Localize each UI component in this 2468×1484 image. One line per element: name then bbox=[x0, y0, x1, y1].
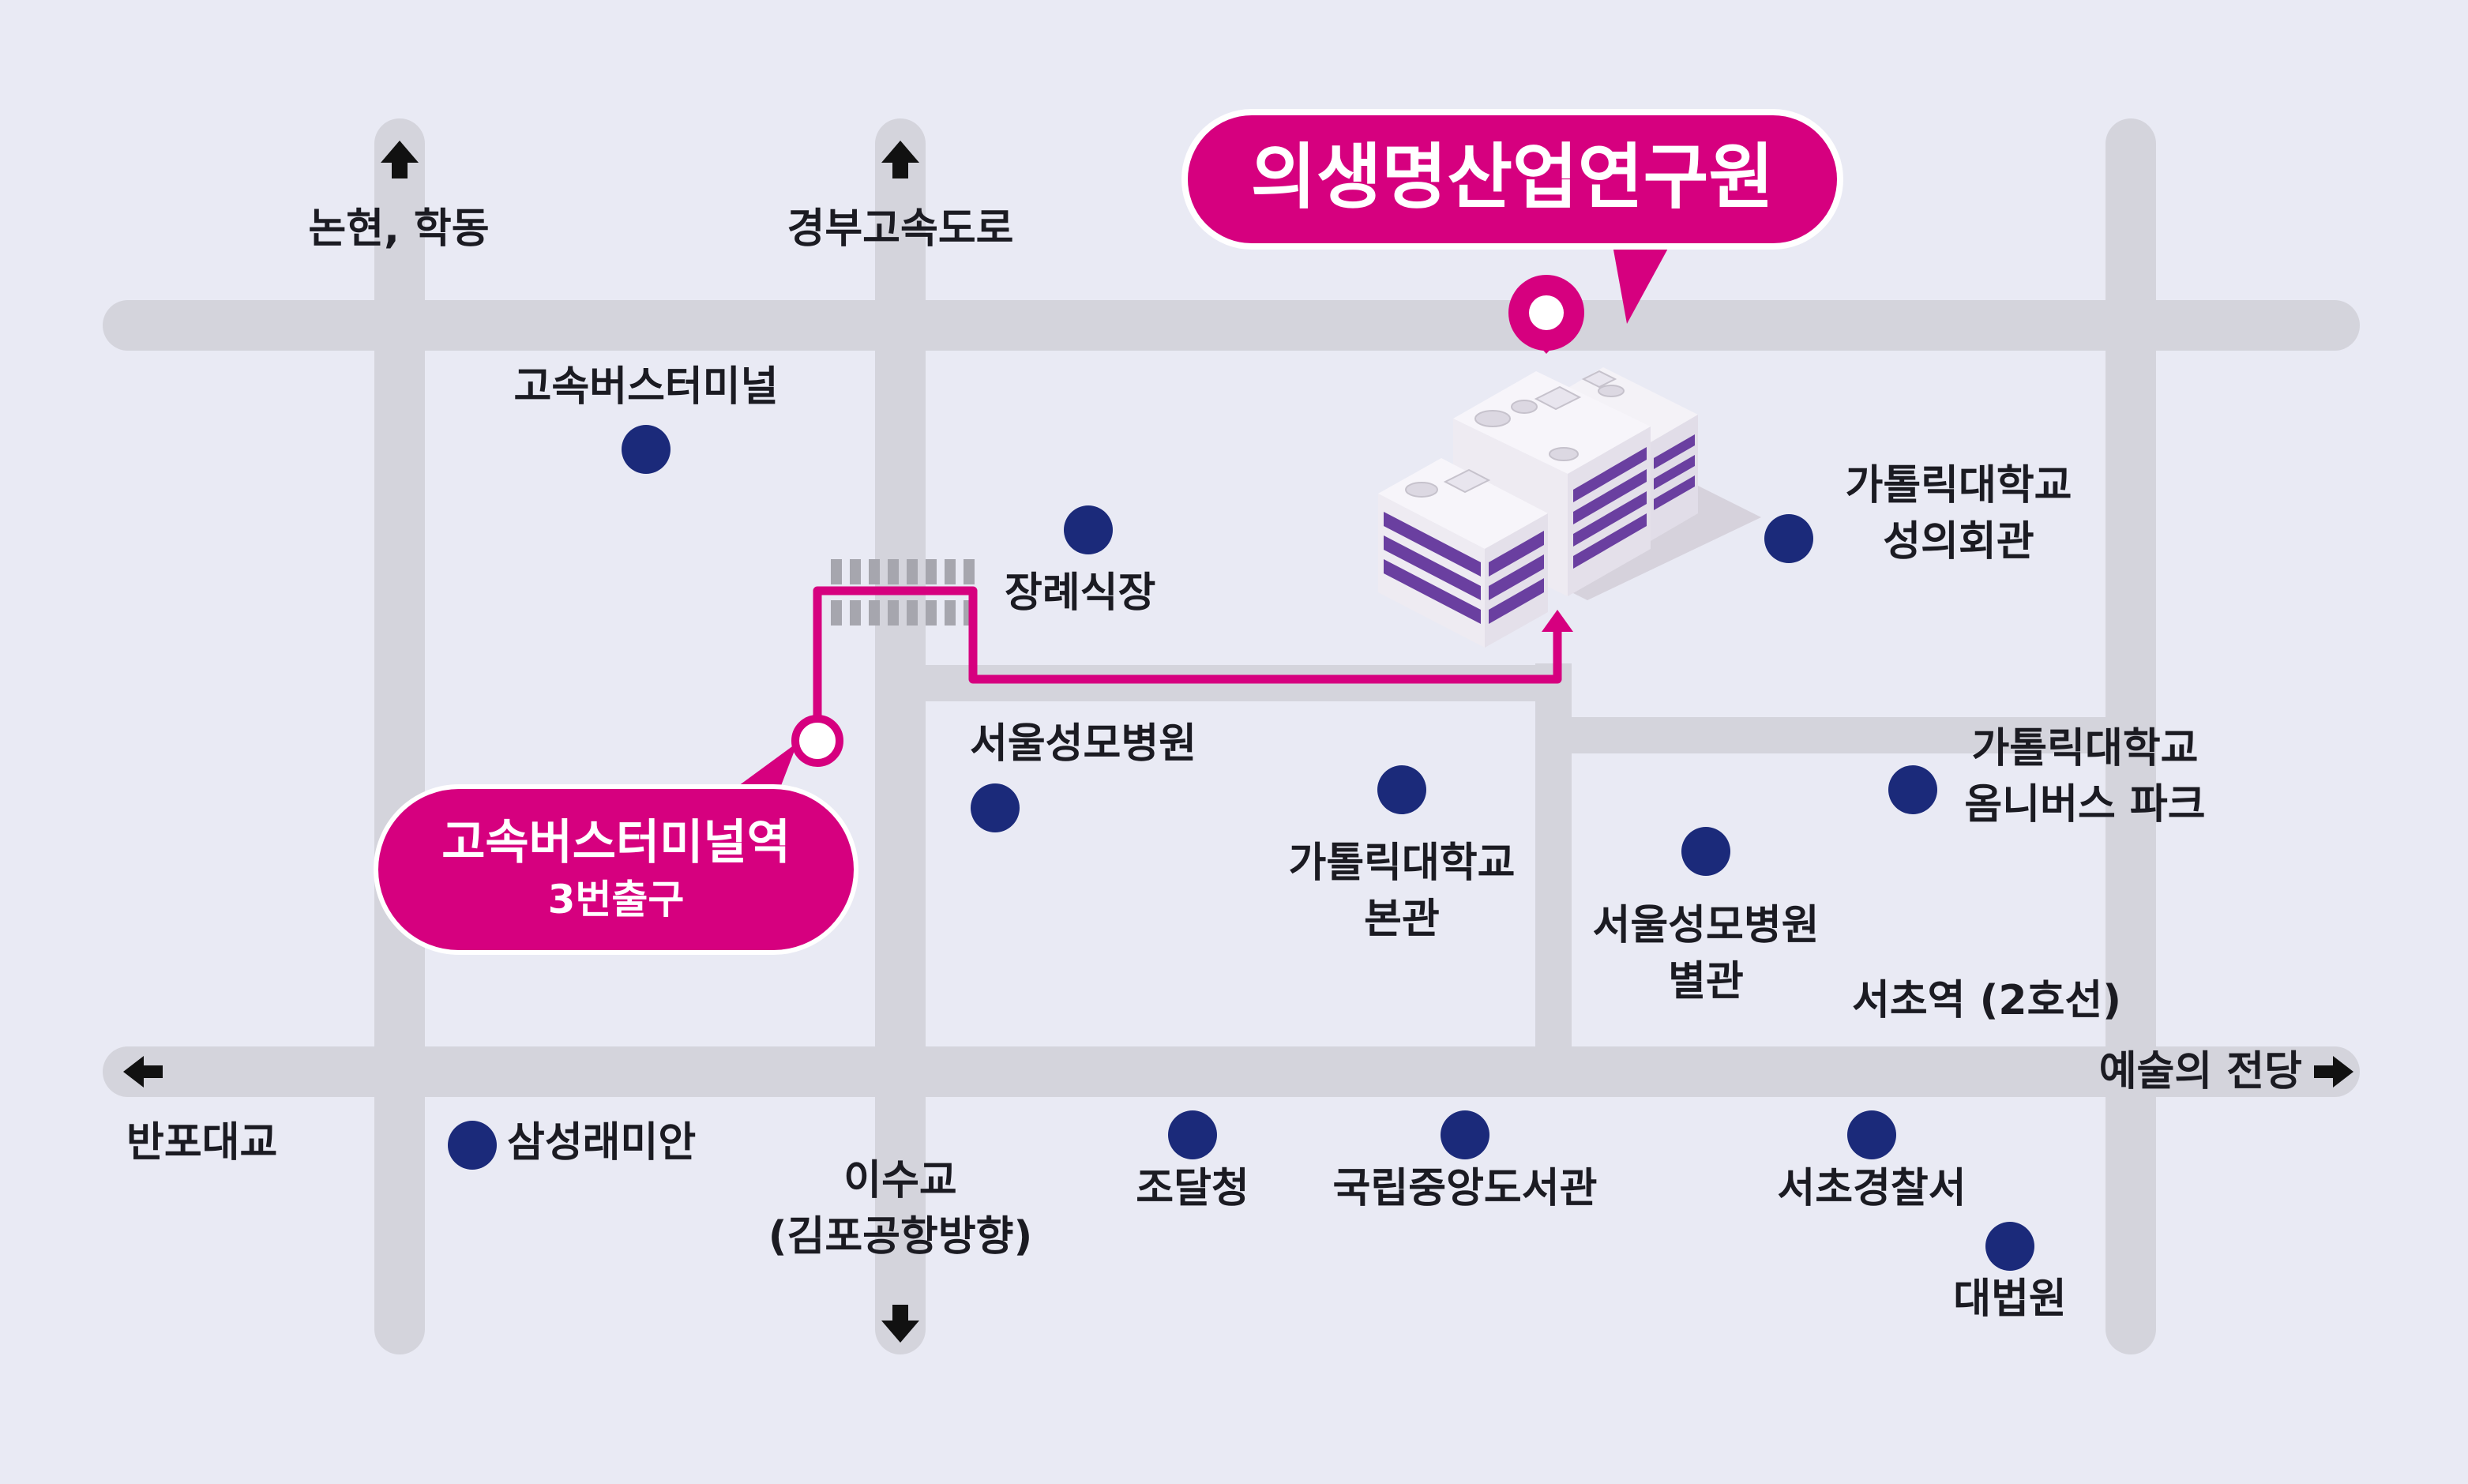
destination-callout-tail bbox=[1611, 237, 1674, 324]
left-arrow-icon bbox=[123, 1056, 163, 1088]
road-top-horizontal bbox=[103, 300, 2360, 351]
label-seongui-hall-line1: 가톨릭대학교 bbox=[1845, 462, 2072, 509]
direction-north-mid: 경부고속도로 bbox=[787, 205, 1014, 253]
marker-procurement-service bbox=[1168, 1110, 1217, 1159]
direction-north-left: 논현, 학동 bbox=[308, 205, 490, 253]
building-icon bbox=[1378, 367, 1761, 648]
road-bottom-horizontal bbox=[103, 1046, 2360, 1097]
marker-st-marys-annex bbox=[1681, 827, 1730, 876]
down-arrow-icon bbox=[881, 1305, 919, 1343]
road-inner-horizontal-b bbox=[1572, 717, 2117, 753]
label-catholic-main-line2: 본관 bbox=[1364, 895, 1440, 943]
station-start-point bbox=[791, 715, 843, 767]
marker-funeral-hall bbox=[1064, 505, 1113, 554]
label-supreme-court: 대법원 bbox=[1953, 1275, 2067, 1323]
marker-police-station bbox=[1847, 1110, 1896, 1159]
route-arrow-icon bbox=[1542, 610, 1573, 632]
label-catholic-main: 가톨릭대학교 본관 bbox=[1288, 836, 1515, 947]
label-express-bus-terminal: 고속버스터미널 bbox=[513, 363, 779, 411]
right-arrow-icon bbox=[2314, 1056, 2353, 1088]
destination-callout bbox=[1181, 109, 1843, 250]
direction-west: 반포대교 bbox=[126, 1119, 278, 1167]
label-samsung-raemian: 삼성래미안 bbox=[507, 1119, 697, 1167]
label-st-marys-annex: 서울성모병원 별관 bbox=[1592, 898, 1819, 1009]
road-vertical-left bbox=[374, 118, 425, 1354]
crosswalk-icon bbox=[831, 559, 975, 626]
label-seongui-hall-line2: 성의회관 bbox=[1883, 517, 2034, 565]
road-inner-vertical bbox=[1535, 663, 1572, 1094]
destination-title: 의생명산업연구원 bbox=[1250, 136, 1775, 219]
station-callout-tail bbox=[738, 742, 798, 794]
landmark-markers bbox=[448, 425, 2034, 1271]
direction-south-mid-line2: (김포공항방향) bbox=[768, 1212, 1033, 1260]
road-vertical-right bbox=[2106, 118, 2156, 1354]
road-vertical-mid bbox=[875, 118, 926, 1354]
marker-express-bus-terminal bbox=[622, 425, 671, 474]
marker-catholic-main bbox=[1377, 765, 1426, 814]
label-seoul-st-marys: 서울성모병원 bbox=[970, 720, 1197, 768]
label-funeral-hall: 장례식장 bbox=[1005, 569, 1156, 617]
up-arrow-icon bbox=[381, 141, 419, 178]
marker-omnibus-park bbox=[1888, 765, 1937, 814]
marker-seongui-hall bbox=[1764, 514, 1813, 563]
marker-samsung-raemian bbox=[448, 1121, 497, 1170]
walking-route bbox=[813, 586, 1562, 719]
label-seongui-hall: 가톨릭대학교 성의회관 bbox=[1845, 458, 2072, 569]
label-procurement-service: 조달청 bbox=[1136, 1165, 1249, 1212]
label-omnibus-park-line2: 옴니버스 파크 bbox=[1964, 780, 2206, 828]
location-pin-icon bbox=[1508, 275, 1584, 354]
label-police-station: 서초경찰서 bbox=[1777, 1165, 1967, 1212]
label-omnibus-park: 가톨릭대학교 옴니버스 파크 bbox=[1964, 721, 2205, 832]
marker-seoul-st-marys bbox=[971, 783, 1020, 832]
label-national-library: 국립중앙도서관 bbox=[1332, 1165, 1598, 1212]
label-st-marys-annex-line2: 별관 bbox=[1668, 957, 1744, 1005]
direction-south-mid-line1: 이수교 bbox=[843, 1157, 957, 1204]
station-exit: 3번출구 bbox=[547, 877, 685, 922]
label-st-marys-annex-line1: 서울성모병원 bbox=[1592, 902, 1820, 949]
station-callout bbox=[374, 784, 858, 955]
up-arrow-icon bbox=[881, 141, 919, 178]
label-catholic-main-line1: 가톨릭대학교 bbox=[1288, 840, 1516, 887]
direction-east: 예술의 전당 bbox=[2098, 1048, 2302, 1095]
label-omnibus-park-line1: 가톨릭대학교 bbox=[1971, 725, 2199, 772]
station-name: 고속버스터미널역 bbox=[441, 815, 791, 870]
marker-supreme-court bbox=[1985, 1222, 2034, 1271]
marker-national-library bbox=[1441, 1110, 1489, 1159]
direction-south-mid: 이수교 (김포공항방향) bbox=[768, 1153, 1033, 1264]
label-seocho-station: 서초역 (2호선) bbox=[1852, 977, 2122, 1024]
